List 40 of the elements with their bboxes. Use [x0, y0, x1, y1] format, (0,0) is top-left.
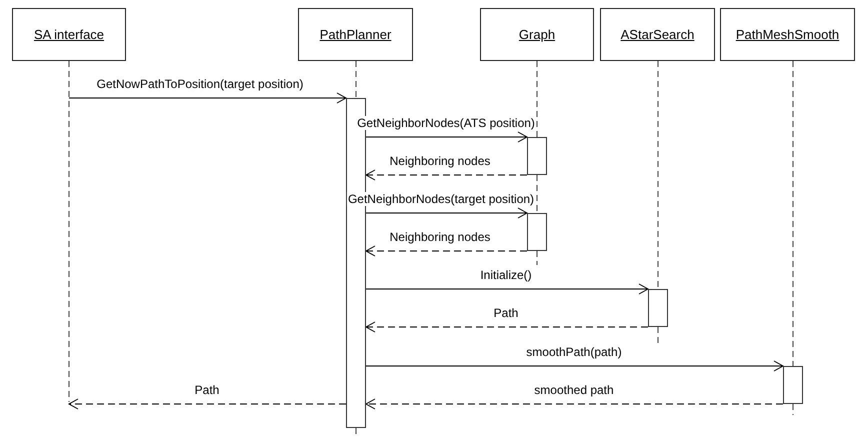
activation-bar	[527, 137, 547, 175]
object-name: PathMeshSmooth	[736, 27, 840, 42]
return-message-arrow	[68, 398, 346, 410]
return-message-arrow	[366, 322, 648, 332]
message-arrow	[366, 132, 528, 142]
lifeline-head-box	[720, 8, 855, 61]
activation-bar	[527, 213, 547, 251]
return-message-arrow	[366, 398, 784, 410]
edge-label: Neighboring nodes	[388, 230, 492, 244]
edge-label: GetNeighborNodes(ATS position)	[356, 116, 536, 130]
return-message-arrow	[366, 170, 528, 180]
lifeline	[536, 174, 538, 214]
lifeline-head-box	[298, 8, 413, 61]
edge-label: Path	[492, 306, 520, 320]
lifeline	[68, 60, 70, 402]
edge-label: Neighboring nodes	[388, 154, 492, 168]
activation-bar	[783, 366, 803, 404]
object-name: SA interface	[34, 27, 104, 42]
lifeline-head-box	[600, 8, 715, 61]
edge-label: smoothPath(path)	[525, 345, 623, 359]
lifeline	[536, 60, 538, 138]
return-message-arrow	[366, 246, 528, 256]
lifeline	[536, 250, 538, 266]
lifeline	[792, 404, 794, 416]
lifeline	[792, 60, 794, 366]
edge-label: Path	[194, 383, 220, 397]
object-name: AStarSearch	[620, 27, 694, 42]
activation-bar	[648, 289, 668, 327]
message-arrow	[68, 92, 346, 104]
edge-label: smoothed path	[533, 383, 615, 397]
edge-label: GetNowPathToPosition(target position)	[96, 77, 304, 91]
message-arrow	[366, 284, 648, 294]
lifeline-head-box	[12, 8, 126, 61]
edge-label: Initialize()	[479, 268, 533, 282]
edge-label: GetNeighborNodes(target position)	[346, 192, 536, 206]
object-name: PathPlanner	[320, 27, 392, 42]
message-arrow	[366, 360, 784, 372]
object-name: Graph	[518, 27, 556, 42]
message-arrow	[366, 208, 528, 218]
lifeline-head-box	[480, 8, 594, 61]
